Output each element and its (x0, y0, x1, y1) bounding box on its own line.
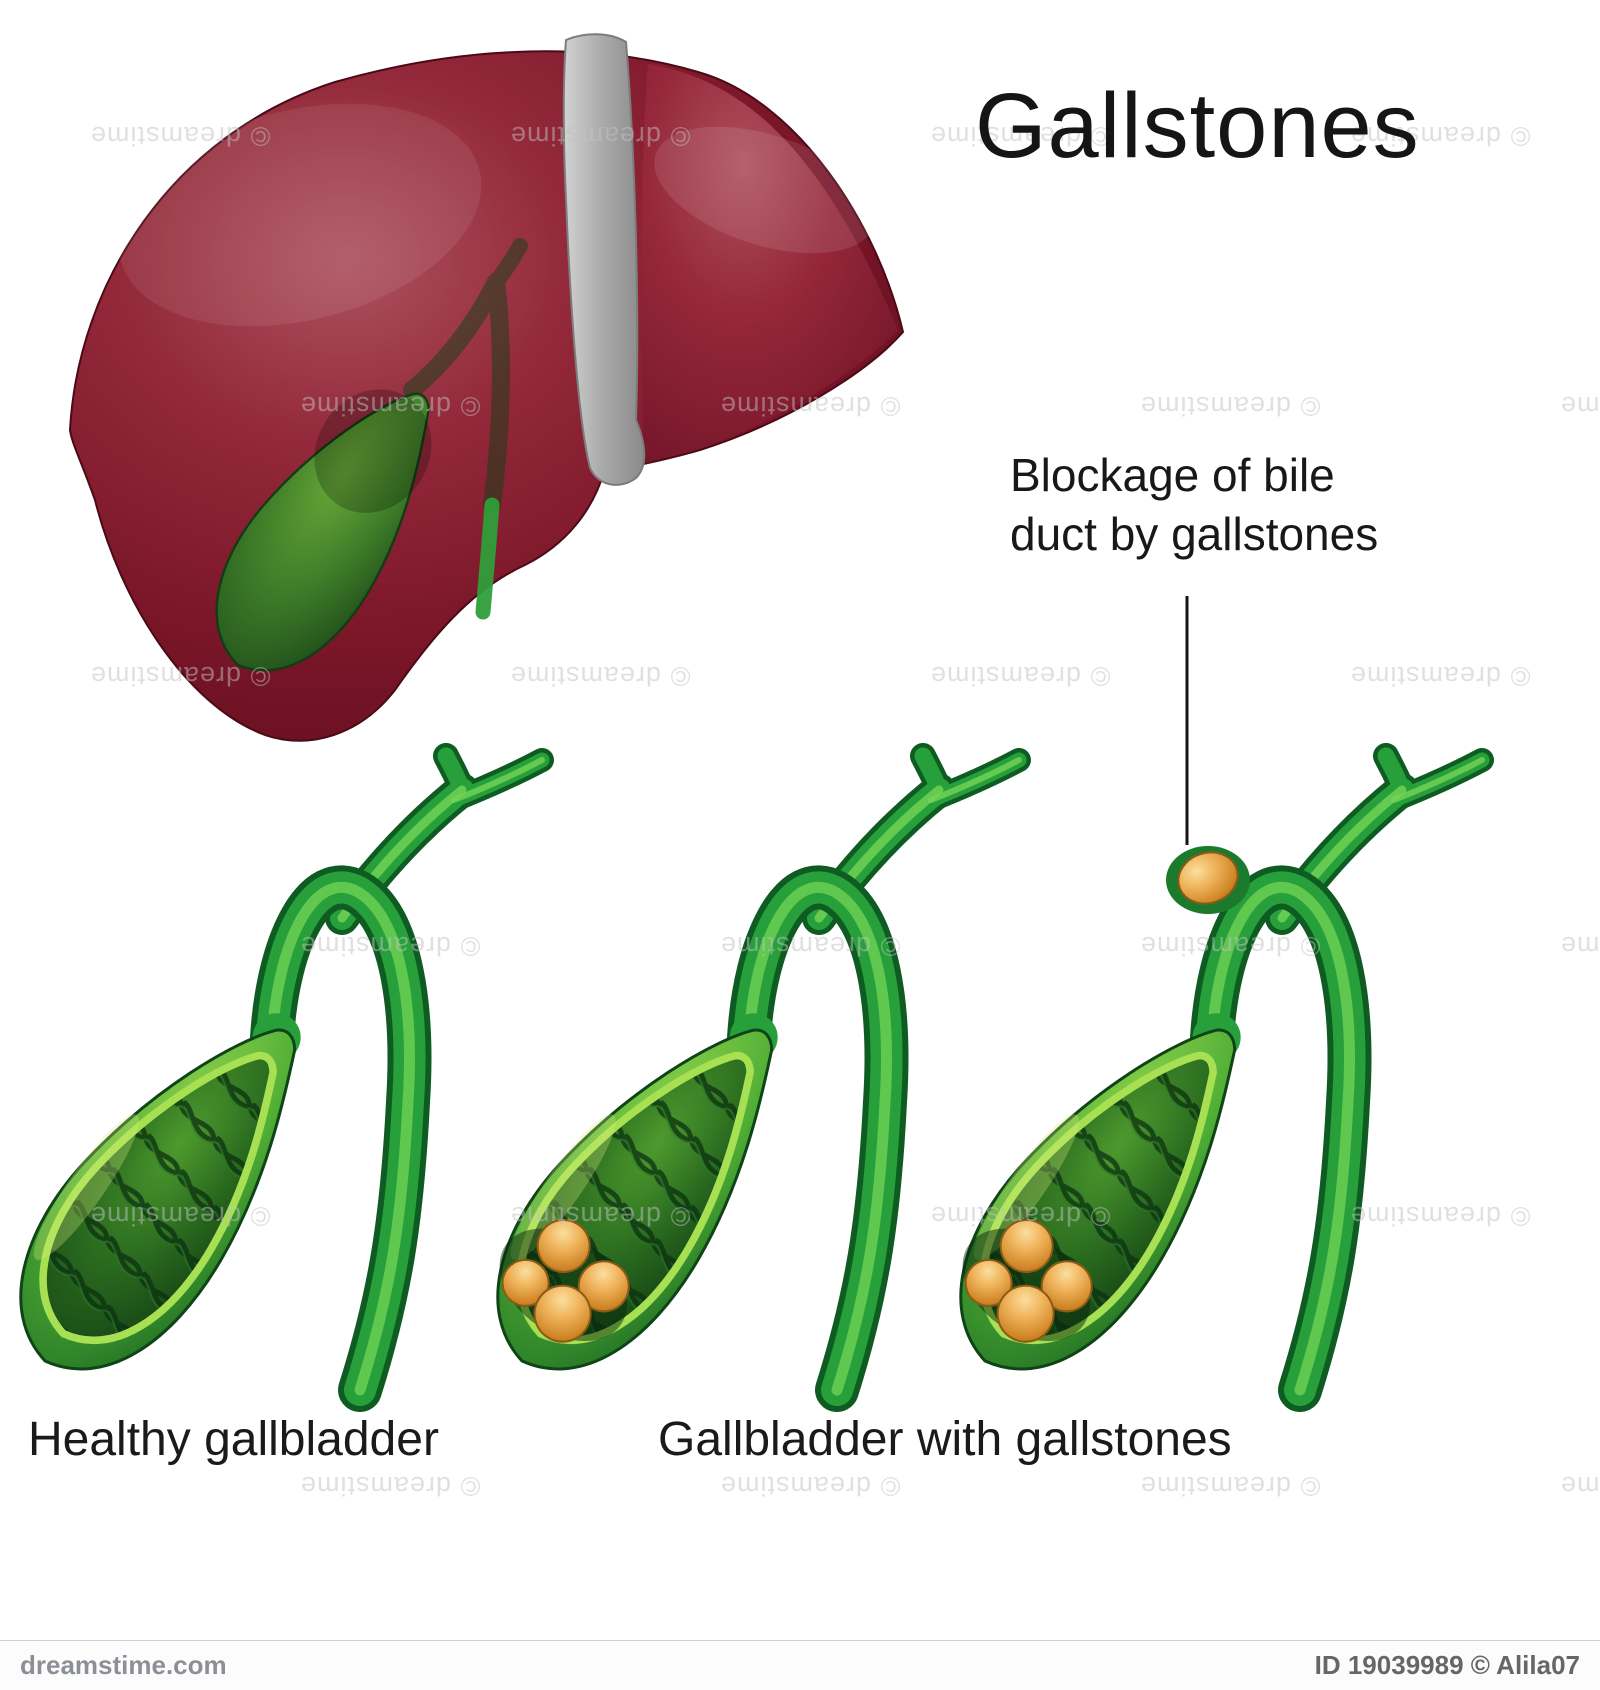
annotation-line-1: Blockage of bile (1010, 449, 1335, 501)
footer-image-credit: ID 19039989 © Alila07 (1314, 1650, 1580, 1680)
gallbladder-under-liver (215, 389, 432, 672)
footer-site-name: dreamstime.com (20, 1650, 227, 1680)
blockage-stone (1177, 851, 1239, 905)
liver-left-lobe (641, 64, 898, 464)
falciform-ligament (562, 33, 646, 486)
caption-gallbladder-with-gallstones: Gallbladder with gallstones (658, 1413, 1232, 1466)
gallbladder-blocked-duct (916, 756, 1482, 1411)
annotation-line-2: duct by gallstones (1010, 507, 1379, 560)
gallbladder-with-stones (453, 756, 1019, 1411)
page-title: Gallstones (975, 75, 1420, 177)
caption-healthy-gallbladder: Healthy gallbladder (28, 1413, 439, 1466)
gallbladder-healthy (0, 756, 542, 1411)
annotation-text: Blockage of bile duct by gallstones (1010, 446, 1378, 564)
bile-ducts-through-liver (403, 238, 528, 514)
liver-illustration (68, 33, 905, 742)
common-bile-duct-tip (475, 497, 500, 620)
footer-bar: dreamstime.com ID 19039989 © Alila07 (0, 1640, 1600, 1690)
